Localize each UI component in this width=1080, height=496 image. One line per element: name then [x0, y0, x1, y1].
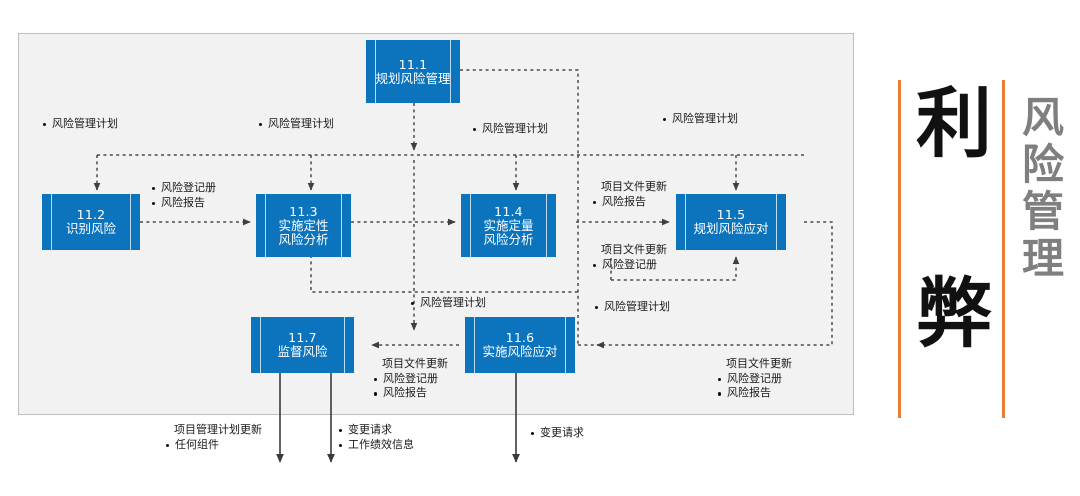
box-divider-left [375, 40, 376, 103]
banner-char-top: 利 [916, 79, 992, 168]
note-risk-mgmt-plan-mid: 风险管理计划 [411, 296, 486, 311]
note-header: 项目文件更新 [601, 180, 667, 193]
note-risk-mgmt-plan-4: 风险管理计划 [663, 112, 738, 127]
box-divider-right [776, 194, 777, 250]
banner-vtitle-char-3: 理 [1021, 234, 1064, 284]
process-number: 11.1 [398, 56, 428, 72]
note-item: 变更请求 [339, 423, 414, 438]
box-divider-right [341, 194, 342, 257]
process-name-line2: 风险分析 [483, 231, 534, 247]
note-risk-mgmt-plan-2: 风险管理计划 [259, 117, 334, 132]
note-project-doc-updates-top: 项目文件更新 风险报告 [593, 180, 667, 209]
note-item: 风险管理计划 [411, 296, 486, 311]
process-number: 11.7 [288, 330, 317, 345]
note-item: 风险登记册 [374, 372, 448, 387]
process-name: 实施风险应对 [482, 344, 558, 359]
note-item: 风险登记册 [593, 258, 667, 273]
process-name: 识别风险 [65, 221, 116, 236]
note-item: 风险报告 [718, 386, 792, 401]
box-divider-left [260, 317, 261, 373]
note-project-doc-updates-center: 项目文件更新 风险登记册 风险报告 [374, 357, 448, 401]
box-divider-right [546, 194, 547, 257]
process-name: 监督风险 [277, 344, 328, 359]
process-name-line1: 实施定性 [278, 217, 329, 233]
note-item: 风险管理计划 [663, 112, 738, 127]
note-item: 风险登记册 [152, 181, 216, 196]
process-number: 11.6 [505, 330, 535, 345]
box-divider-right [565, 317, 566, 373]
note-risk-register-report: 风险登记册 风险报告 [152, 181, 216, 210]
process-number: 11.2 [76, 207, 106, 222]
banner-vertical-title: 风 险 管 理 [1014, 94, 1072, 282]
process-box-11-6[interactable]: 11.6 实施风险应对 [465, 317, 575, 373]
note-header: 项目文件更新 [726, 357, 792, 370]
note-output-pmp-updates: 项目管理计划更新 任何组件 [166, 423, 262, 452]
box-divider-left [474, 317, 475, 373]
note-project-doc-updates-mid: 项目文件更新 风险登记册 [593, 243, 667, 272]
process-number: 11.3 [289, 203, 318, 219]
box-divider-left [685, 194, 686, 250]
note-project-doc-updates-right: 项目文件更新 风险登记册 风险报告 [718, 357, 792, 401]
process-box-11-4[interactable]: 11.4 实施定量 风险分析 [461, 194, 556, 257]
process-box-11-1[interactable]: 11.1 规划风险管理 [366, 40, 460, 103]
process-name: 规划风险应对 [693, 221, 769, 236]
box-divider-left [265, 194, 266, 257]
banner-vtitle-char-0: 风 [1021, 93, 1064, 142]
note-header: 项目文件更新 [601, 243, 667, 256]
note-item: 风险报告 [374, 386, 448, 401]
box-divider-right [450, 40, 451, 103]
note-item: 风险管理计划 [259, 117, 334, 132]
process-name: 规划风险管理 [375, 70, 451, 86]
note-output-change-requests-2: 变更请求 [531, 426, 584, 441]
box-divider-left [51, 194, 52, 250]
note-item: 变更请求 [531, 426, 584, 441]
note-item: 风险管理计划 [43, 117, 118, 132]
process-number: 11.4 [494, 203, 523, 219]
banner-vtitle-char-1: 险 [1021, 140, 1064, 190]
note-risk-mgmt-plan-1: 风险管理计划 [43, 117, 118, 132]
banner-rule-left [898, 80, 901, 418]
banner-vtitle-char-2: 管 [1021, 187, 1064, 237]
banner-char-bottom: 弊 [916, 269, 992, 358]
note-item: 任何组件 [166, 438, 262, 453]
note-item: 风险登记册 [718, 372, 792, 387]
box-divider-right [344, 317, 345, 373]
note-output-change-requests: 变更请求 工作绩效信息 [339, 423, 414, 452]
note-item: 风险报告 [593, 195, 667, 210]
note-item: 风险报告 [152, 196, 216, 211]
banner-rule-right [1002, 80, 1005, 418]
process-number: 11.5 [716, 207, 746, 222]
process-name-line2: 风险分析 [278, 231, 329, 247]
process-box-11-2[interactable]: 11.2 识别风险 [42, 194, 140, 250]
note-item: 风险管理计划 [595, 300, 670, 315]
note-header: 项目管理计划更新 [174, 423, 262, 436]
process-box-11-5[interactable]: 11.5 规划风险应对 [676, 194, 786, 250]
note-item: 风险管理计划 [473, 122, 548, 137]
note-risk-mgmt-plan-3: 风险管理计划 [473, 122, 548, 137]
note-header: 项目文件更新 [382, 357, 448, 370]
right-banner: 利 弊 风 险 管 理 [880, 80, 1080, 420]
process-box-11-7[interactable]: 11.7 监督风险 [251, 317, 354, 373]
box-divider-right [130, 194, 131, 250]
note-risk-mgmt-plan-right: 风险管理计划 [595, 300, 670, 315]
note-item: 工作绩效信息 [339, 438, 414, 453]
process-box-11-3[interactable]: 11.3 实施定性 风险分析 [256, 194, 351, 257]
process-name-line1: 实施定量 [483, 217, 534, 233]
box-divider-left [470, 194, 471, 257]
